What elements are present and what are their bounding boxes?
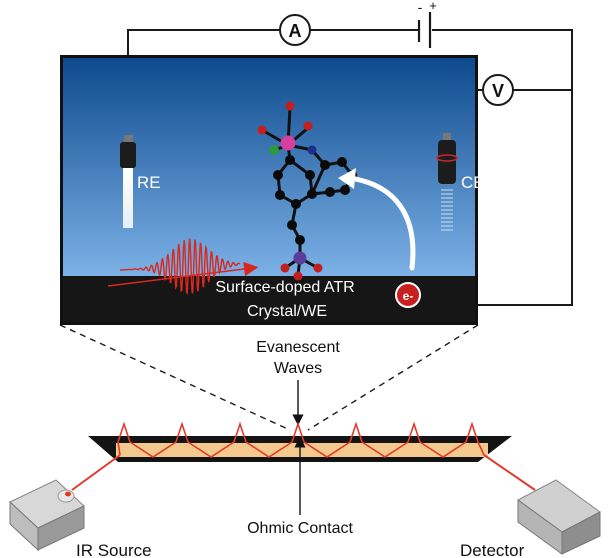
- ammeter-icon: A: [279, 14, 311, 46]
- voltmeter-symbol: V: [492, 81, 504, 101]
- crystal-label-line1: Surface-doped ATR: [215, 279, 354, 296]
- ir-source-label: IR Source: [76, 541, 152, 558]
- ohmic-contact-label: Ohmic Contact: [247, 520, 353, 537]
- detector-label: Detector: [460, 541, 525, 558]
- battery-minus: -: [418, 0, 423, 15]
- battery-plus: +: [429, 0, 437, 13]
- reference-electrode: RE: [120, 135, 161, 228]
- battery-symbol: - +: [418, 0, 437, 48]
- crystal-label-line2: Crystal/WE: [247, 303, 327, 320]
- ir-beam-in: [71, 454, 121, 491]
- electron-symbol: e-: [403, 289, 414, 303]
- electron-transfer-arrow: [338, 168, 416, 271]
- detector-icon: [517, 479, 601, 555]
- counter-electrode: CE: [436, 133, 485, 231]
- voltmeter-icon: V: [482, 74, 514, 106]
- zoom-dashed-lines: [59, 324, 479, 431]
- evanescent-label-line1: Evanescent: [256, 339, 340, 356]
- ir-source-icon: [9, 479, 85, 552]
- evanescent-label-line2: Waves: [274, 360, 322, 377]
- reference-electrode-label: RE: [137, 173, 161, 192]
- ammeter-symbol: A: [289, 21, 302, 41]
- ir-wave-packet: [107, 238, 259, 295]
- ir-beam-path: [117, 421, 485, 458]
- electron-icon: e-: [395, 282, 421, 308]
- ir-beam-out: [483, 454, 536, 491]
- counter-electrode-label: CE: [461, 173, 485, 192]
